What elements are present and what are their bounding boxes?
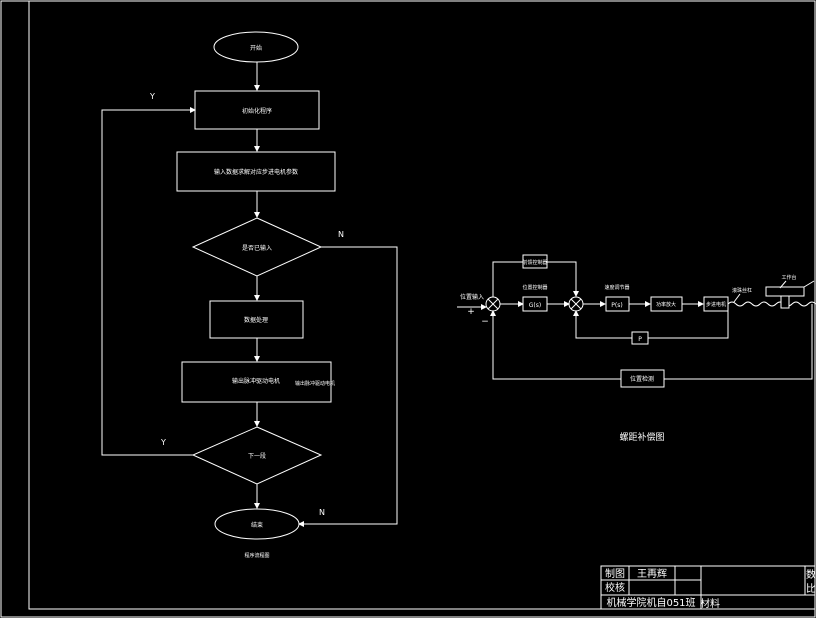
leadscrew-label: 滚珠丝杠 <box>732 287 752 294</box>
p-feedback-label: P <box>638 336 642 343</box>
arrow-head <box>481 304 487 310</box>
checked-label: 校核 <box>605 581 625 594</box>
pos-detect-label: 位置检测 <box>630 375 654 383</box>
worktable-block <box>765 286 805 297</box>
arrow-head <box>254 356 260 362</box>
arrow-head <box>254 421 260 427</box>
flowchart-caption: 程序流程图 <box>244 552 269 559</box>
controller-label: 位置控制器 <box>522 284 547 291</box>
start-terminal <box>213 31 299 63</box>
title-block: 制图 王再辉 校核 机械学院机自051班 材料 数 比 <box>600 565 816 610</box>
g-block-label: G(s) <box>529 302 541 309</box>
leader-line <box>733 293 741 303</box>
end-terminal <box>214 508 300 540</box>
drawn-label: 制图 <box>605 567 625 580</box>
no-label-bottom: N <box>319 508 325 517</box>
yes-loop-line <box>101 109 195 456</box>
feedforward-out-line <box>547 261 577 296</box>
feedforward-line <box>492 261 523 297</box>
arrow-head <box>518 301 524 307</box>
inner-border <box>28 0 816 610</box>
arrow-head <box>564 301 570 307</box>
process-label: 数据处理 <box>244 316 268 324</box>
p-feedback-return <box>575 312 632 339</box>
feedforward-label: 前馈控制器 <box>522 259 547 266</box>
arrow-head <box>254 85 260 91</box>
quantity-label: 数 <box>806 568 816 581</box>
init-label: 初始化程序 <box>242 107 272 115</box>
no-label-right: N <box>338 230 344 239</box>
nut-block <box>780 295 790 309</box>
amp-label: 功率放大 <box>656 301 676 308</box>
yes-label-bottom: Y <box>160 438 166 447</box>
motor-label: 步进电机 <box>706 301 726 308</box>
leadscrew-wave <box>727 301 816 307</box>
arrow-head <box>190 107 196 113</box>
input-label: 输入数据求解对应步进电机参数 <box>214 168 298 176</box>
init-box <box>194 90 320 130</box>
decision-next-label: 下一段 <box>248 452 266 460</box>
leader-line <box>803 280 815 288</box>
drawn-name: 王再辉 <box>637 568 667 580</box>
position-feedback-line <box>664 304 813 380</box>
arrow-head <box>254 212 260 218</box>
school-label: 机械学院机自051班 <box>606 596 695 609</box>
end-label: 结束 <box>251 521 263 529</box>
start-label: 开始 <box>250 44 262 52</box>
yes-label-top: Y <box>149 92 155 101</box>
speed-label: 速度调节器 <box>604 284 629 291</box>
scale-label: 比 <box>806 583 816 595</box>
p-block-label: P(s) <box>611 302 622 309</box>
pitch-compensation-diagram: 位置输入 + − 前馈控制器 位置控制器 G(s) 速度调节器 P(s) <box>457 254 816 443</box>
junction-cross <box>570 298 582 310</box>
output-side-label: 输出脉冲驱动电机 <box>295 380 335 387</box>
arrow-head <box>490 310 496 316</box>
output-label: 输出脉冲驱动电机 <box>232 377 280 385</box>
output-box <box>181 361 332 403</box>
input-label: 位置输入 <box>460 293 484 301</box>
title-block-frame <box>600 565 816 610</box>
material-label: 材料 <box>700 597 720 610</box>
arrow-head <box>645 301 651 307</box>
no-branch-line <box>299 246 398 525</box>
p-feedback-line <box>648 304 729 339</box>
arrow-head <box>254 146 260 152</box>
arrow-head <box>698 301 704 307</box>
arrow-head <box>573 310 579 316</box>
block-caption: 螺距补偿图 <box>619 431 664 443</box>
arrow-head <box>298 521 304 527</box>
leader-line <box>779 280 787 289</box>
worktable-label: 工作台 <box>781 274 796 281</box>
plus-sign: + <box>467 307 475 317</box>
program-flowchart: 开始 初始化程序 输入数据求解对应步进电机参数 是否已输入 N N 数据处理 输… <box>101 31 398 559</box>
arrow-head <box>254 503 260 509</box>
decision-input-label: 是否已输入 <box>242 244 272 252</box>
arrow-head <box>600 301 606 307</box>
input-box <box>176 151 336 192</box>
junction-cross <box>487 298 499 310</box>
minus-sign: − <box>481 317 489 327</box>
position-feedback-return <box>492 312 621 380</box>
arrow-head <box>254 295 260 301</box>
arrow-head <box>573 291 579 297</box>
